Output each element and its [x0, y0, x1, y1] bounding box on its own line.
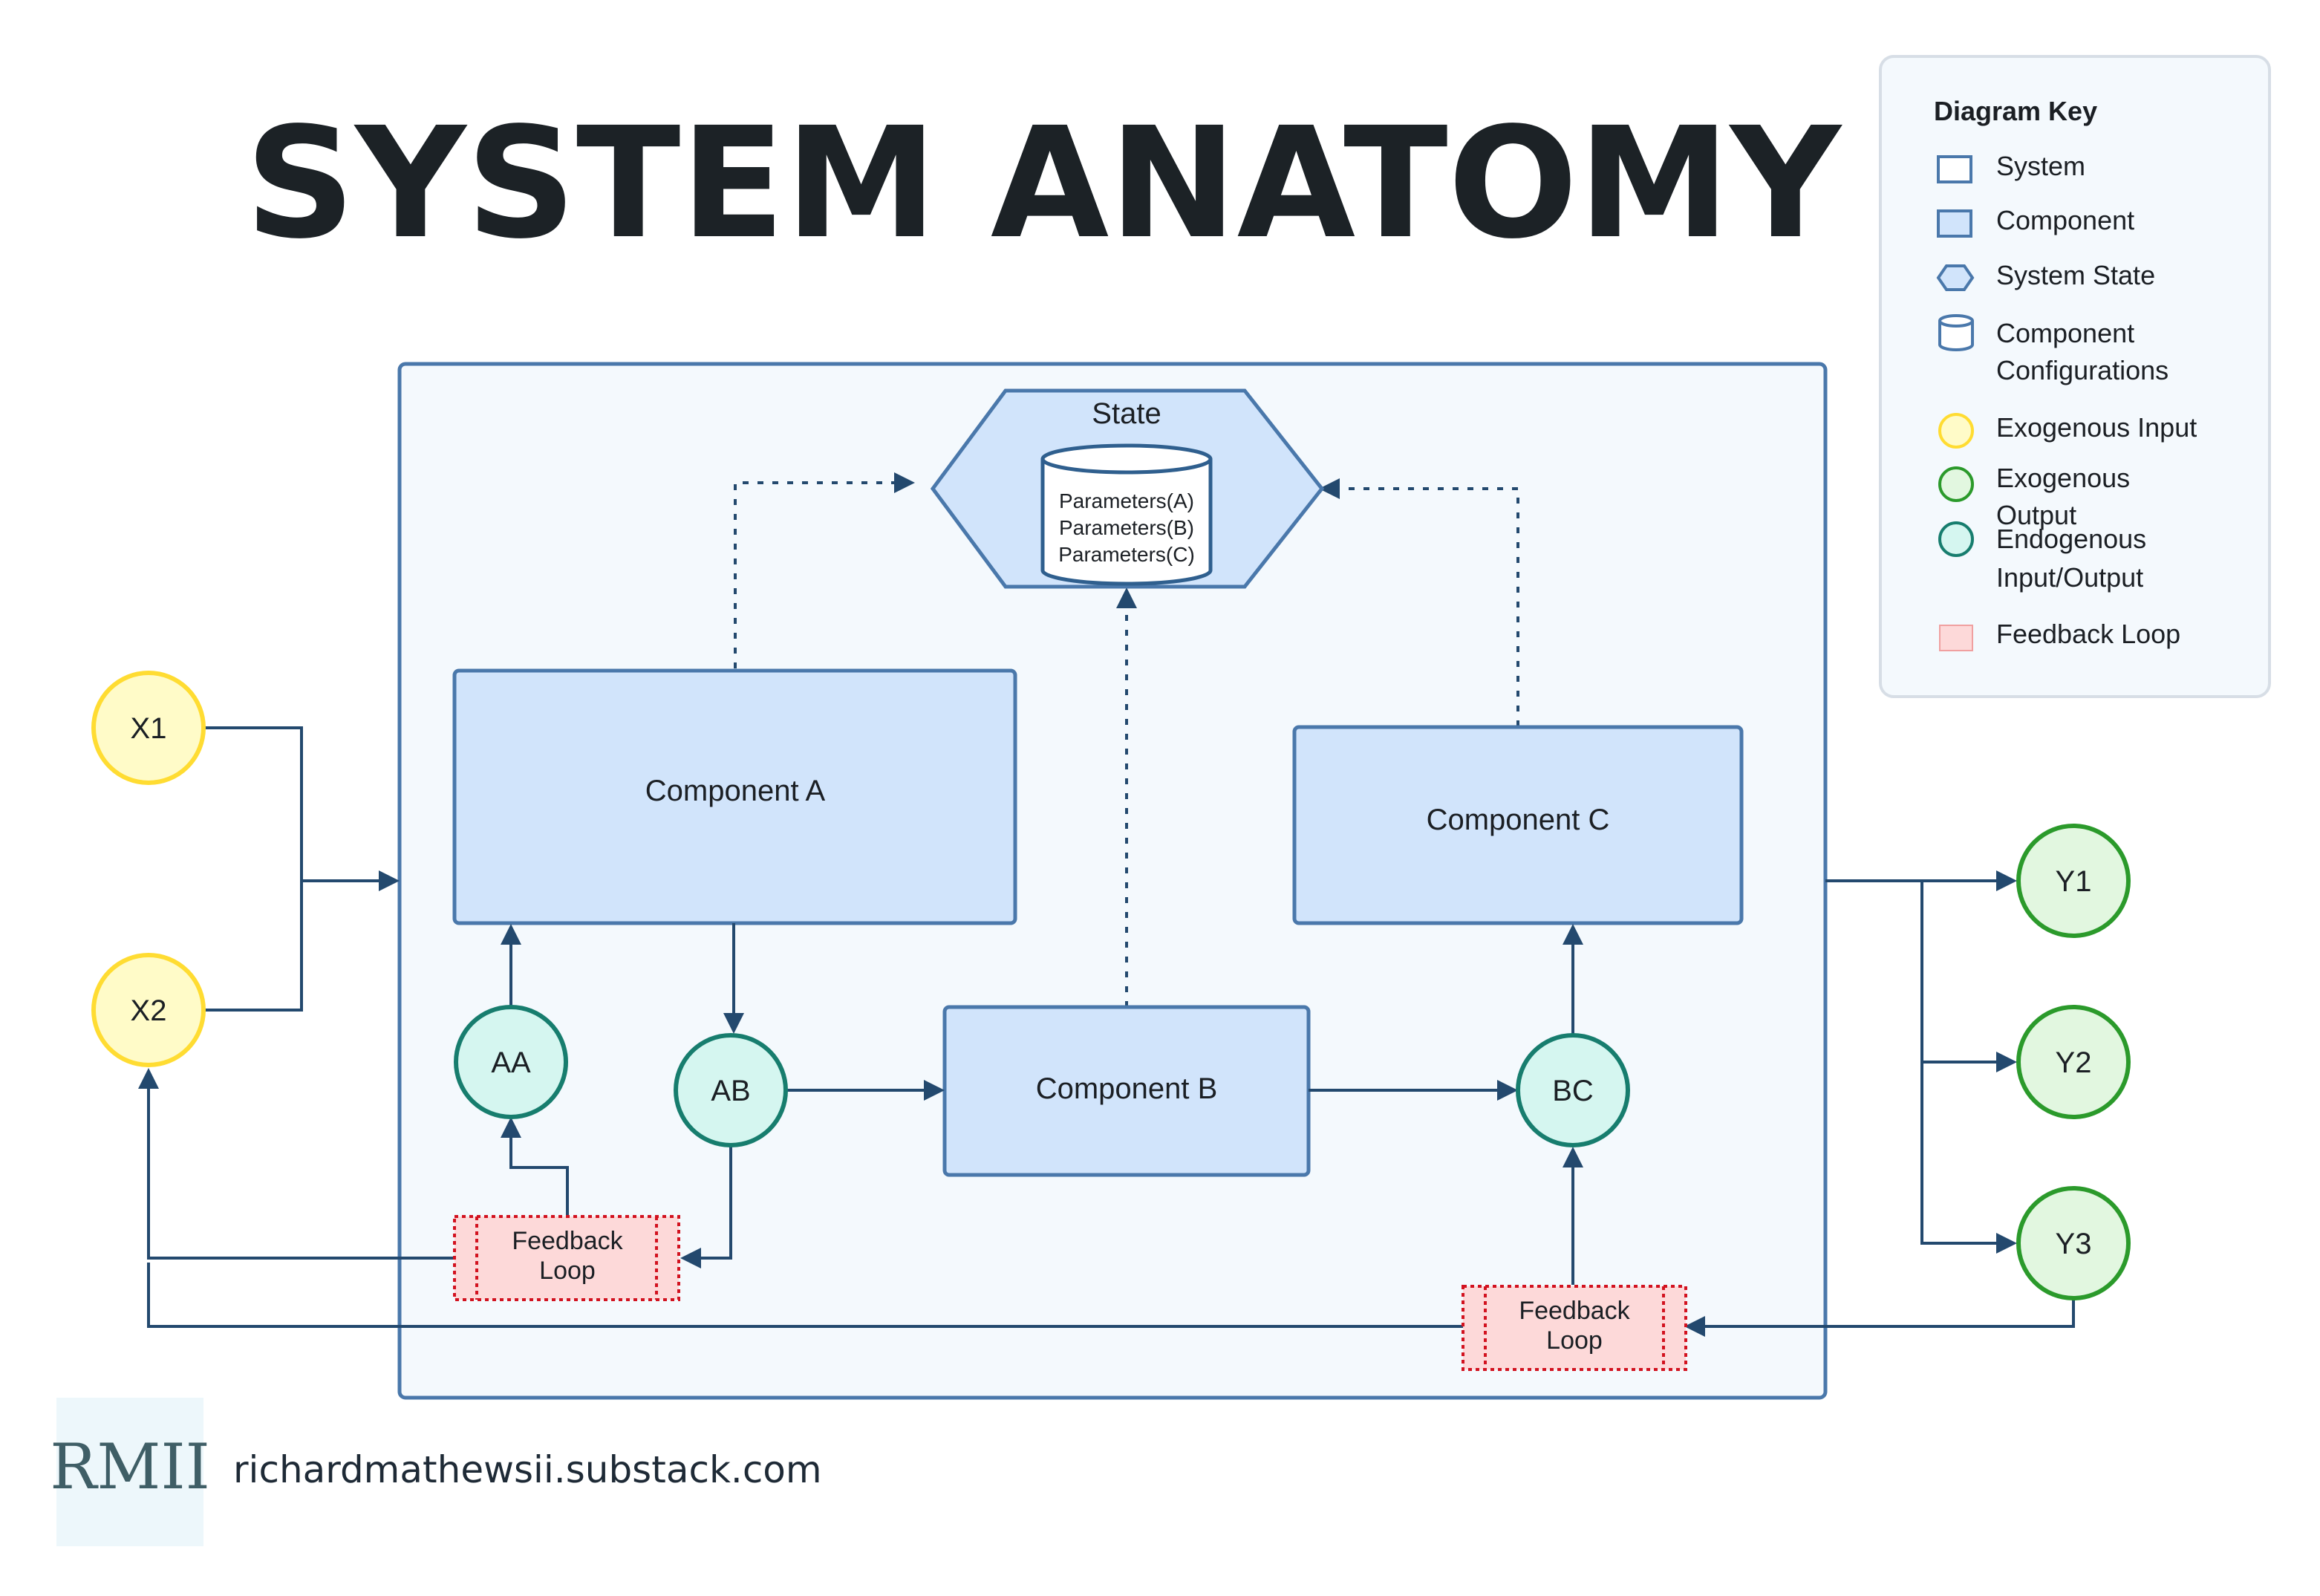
key-exogenous-output-swatch — [1938, 466, 1974, 502]
feedback-to-x2-outer-line — [147, 1263, 1463, 1328]
state-label: State — [1092, 397, 1161, 430]
key-feedback-loop-label: Feedback Loop — [1996, 619, 2180, 649]
endogenous-node-ab: AB — [674, 1033, 788, 1147]
feedback-to-aa-arrow — [501, 1117, 569, 1215]
key-system-state-swatch — [1936, 264, 1975, 291]
exogenous-input-x1: X1 — [91, 671, 206, 785]
system-to-y2-arrow — [1920, 881, 2017, 1072]
endogenous-node-aa: AA — [454, 1005, 568, 1119]
system-state: State Parameters(A) Parameters(B) Parame… — [930, 388, 1325, 589]
parameters-b-label: Parameters(B) — [1059, 516, 1194, 539]
component-c: Component C — [1292, 725, 1744, 925]
key-component-swatch — [1937, 209, 1972, 238]
exogenous-output-y3: Y3 — [2016, 1186, 2131, 1300]
x2-to-system-line — [203, 881, 303, 1012]
flow-arrows — [138, 726, 2075, 1337]
feedback-to-x2-arrow — [138, 1068, 454, 1260]
feedback-loop-right-line2: Loop — [1546, 1326, 1603, 1355]
component-a: Component A — [452, 668, 1017, 925]
diagram-key-title: Diagram Key — [1934, 96, 2097, 126]
aa-label: AA — [491, 1046, 531, 1079]
ab-label: AB — [711, 1075, 750, 1107]
key-feedback-loop-swatch — [1939, 625, 1973, 651]
feedback-loop-left: Feedback Loop — [453, 1215, 680, 1301]
footer: RMII richardmathewsii.substack.com — [50, 1398, 822, 1546]
x1-to-system-arrow — [203, 726, 400, 891]
key-endogenous-swatch — [1938, 521, 1974, 557]
system-to-y3-arrow — [1920, 1062, 2017, 1254]
y3-to-feedback-arrow — [1684, 1300, 2075, 1337]
parameters-a-label: Parameters(A) — [1059, 489, 1194, 512]
feedback-loop-right-line1: Feedback — [1519, 1297, 1630, 1325]
y3-label: Y3 — [2056, 1228, 2092, 1260]
key-exogenous-output-label-2: Output — [1996, 500, 2076, 530]
component-configurations-cylinder — [1040, 443, 1213, 586]
component-a-label: Component A — [645, 775, 826, 807]
component-a-to-state-line — [734, 472, 915, 668]
feedback-loop-left-line2: Loop — [539, 1257, 596, 1285]
site-url: richardmathewsii.substack.com — [233, 1448, 822, 1491]
key-endogenous-label-2: Input/Output — [1996, 562, 2143, 593]
key-system-label: System — [1996, 151, 2085, 181]
key-component-configurations-label-1: Component — [1996, 318, 2134, 348]
exogenous-input-x2: X2 — [91, 953, 206, 1067]
key-exogenous-output-label-1: Exogenous — [1996, 463, 2130, 493]
diagram-key-panel — [1879, 55, 2271, 698]
key-system-state-label: System State — [1996, 260, 2155, 290]
key-exogenous-input-label: Exogenous Input — [1996, 412, 2197, 443]
component-b-label: Component B — [1036, 1072, 1218, 1105]
key-exogenous-input-swatch — [1938, 413, 1974, 449]
y1-label: Y1 — [2056, 865, 2092, 898]
endogenous-node-bc: BC — [1516, 1033, 1630, 1147]
state-dependency-lines — [734, 472, 1519, 1007]
key-component-label: Component — [1996, 205, 2134, 235]
parameters-c-label: Parameters(C) — [1058, 543, 1195, 566]
x1-label: X1 — [131, 712, 167, 745]
bc-label: BC — [1552, 1075, 1594, 1107]
key-component-configurations-swatch — [1938, 314, 1974, 351]
component-c-label: Component C — [1427, 804, 1610, 836]
component-c-to-state-line — [1319, 478, 1519, 726]
logo-tile — [56, 1398, 203, 1546]
y2-label: Y2 — [2056, 1046, 2092, 1079]
ab-to-feedback-arrow — [680, 1147, 732, 1268]
x2-label: X2 — [131, 994, 167, 1027]
key-component-configurations-label-2: Configurations — [1996, 355, 2169, 385]
diagram-key: Diagram Key System Component System Stat… — [1879, 55, 2271, 698]
key-endogenous-label-1: Endogenous — [1996, 524, 2146, 554]
logo-mark: RMII — [50, 1430, 210, 1503]
exogenous-output-y1: Y1 — [2016, 824, 2131, 938]
key-system-swatch — [1937, 155, 1972, 183]
exogenous-output-y2: Y2 — [2016, 1005, 2131, 1119]
component-b: Component B — [942, 1005, 1311, 1177]
feedback-loop-left-line1: Feedback — [512, 1227, 623, 1255]
page-title: SYSTEM ANATOMY — [245, 94, 1843, 273]
feedback-loop-right: Feedback Loop — [1462, 1285, 1687, 1371]
